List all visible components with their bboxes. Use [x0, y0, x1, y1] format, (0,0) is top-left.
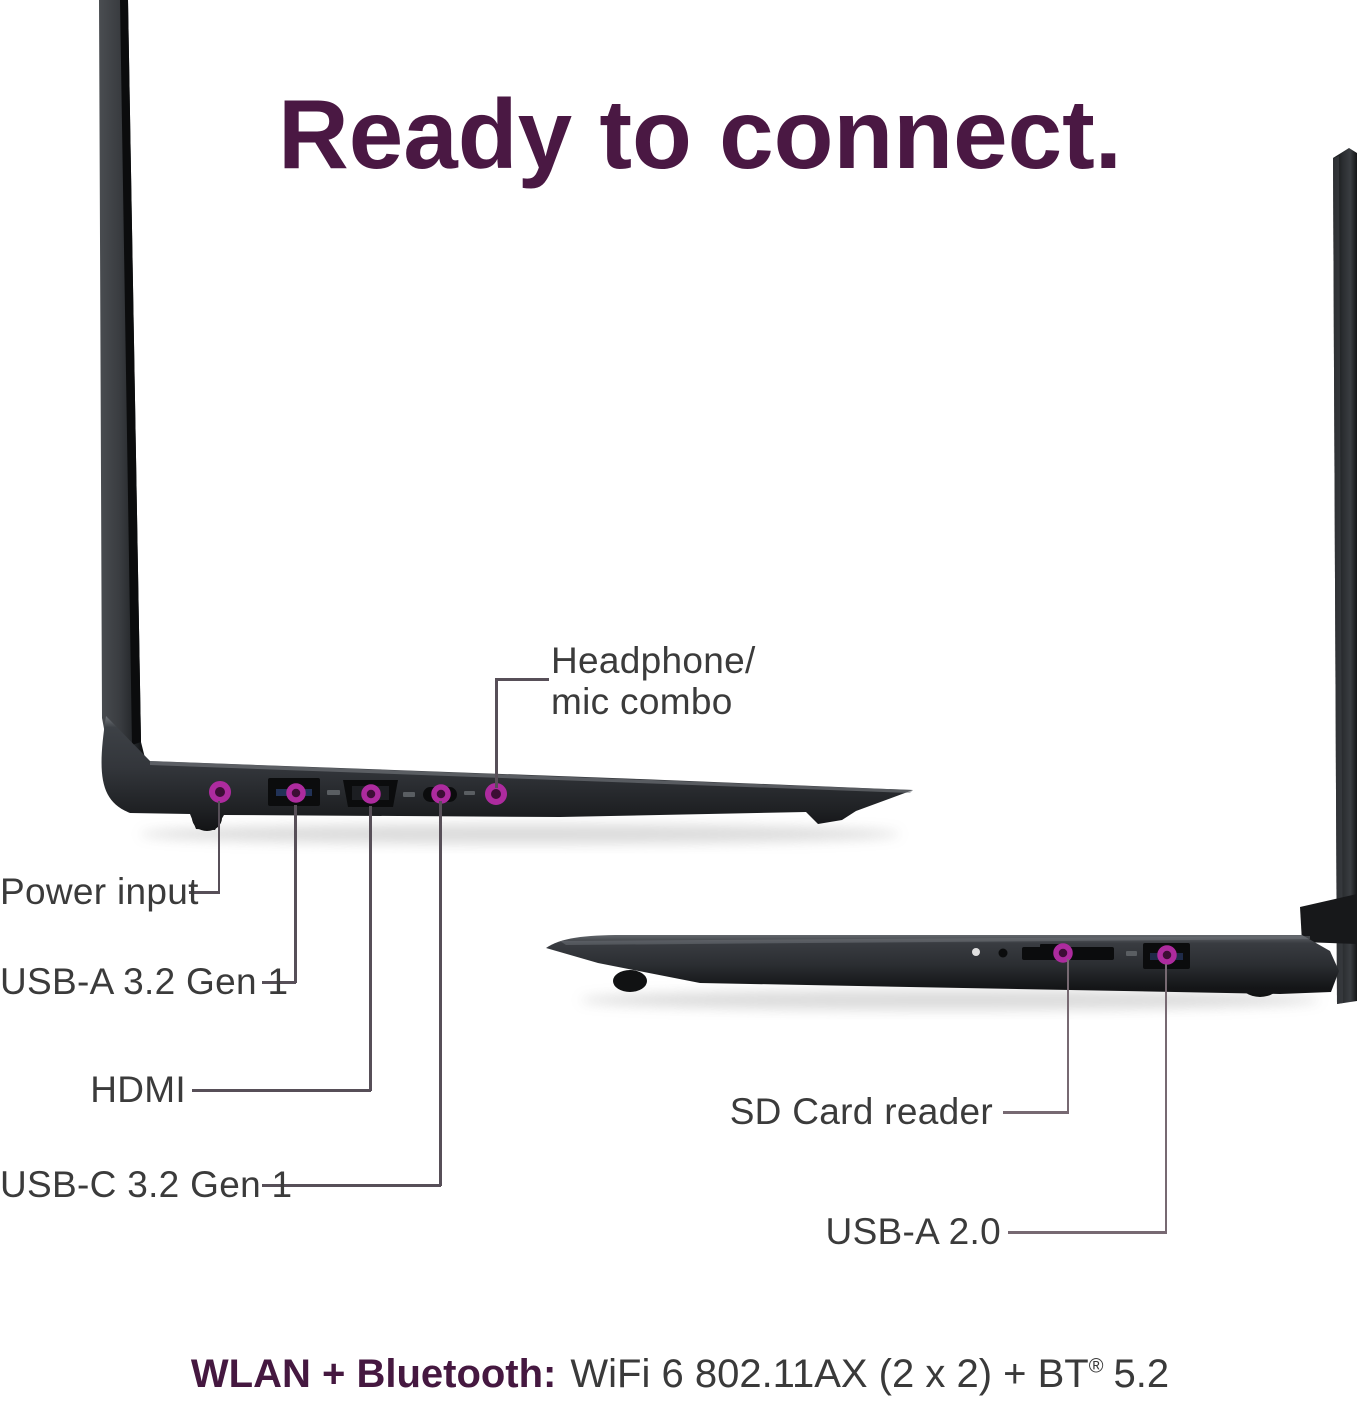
- left-laptop-lid-edge: [120, 0, 141, 745]
- page-title: Ready to connect.: [277, 79, 1123, 189]
- hdmi-glyph: [403, 792, 415, 797]
- callout-label-headphone-line2: mic combo: [551, 681, 733, 723]
- usb-c-port-marker-icon: [431, 784, 451, 804]
- callout-label-usba20: USB-A 2.0: [825, 1211, 1001, 1252]
- left-laptop-base: [101, 716, 914, 830]
- power-port-marker-icon: [209, 781, 231, 803]
- callout-line-hdmi-vertical: [369, 806, 372, 1091]
- right-laptop-base-edge-highlight: [560, 936, 1310, 945]
- callout-line-headphone-horizontal: [495, 678, 549, 681]
- callout-line-usbc-vertical: [439, 801, 442, 1186]
- callout-line-headphone-vertical: [495, 678, 498, 788]
- callout-line-usba20-horizontal: [1008, 1231, 1167, 1234]
- headphone-port-marker-icon: [485, 783, 507, 805]
- wlan-bluetooth-spec: WLAN + Bluetooth: WiFi 6 802.11AX (2 x 2)…: [0, 1352, 1360, 1397]
- callout-label-usbc32: USB-C 3.2 Gen 1: [0, 1164, 293, 1205]
- right-laptop-front-foot: [613, 970, 647, 992]
- callout-line-power-vertical: [217, 801, 220, 893]
- reset-pinhole-icon: [998, 948, 1008, 958]
- spec-value: WiFi 6 802.11AX (2 x 2) + BT: [570, 1352, 1089, 1396]
- usb-c-glyph: [464, 791, 475, 795]
- callout-line-usba-vertical: [294, 805, 297, 983]
- callout-line-hdmi-horizontal: [192, 1089, 371, 1092]
- power-led-icon: [972, 948, 980, 956]
- right-laptop-lid-edge: [1333, 156, 1343, 1004]
- usb-ss-glyph: [327, 790, 340, 795]
- right-laptop-base: [546, 935, 1339, 994]
- left-laptop-shadow: [140, 824, 900, 844]
- right-laptop-image: [546, 148, 1357, 1004]
- callout-line-sd-vertical: [1066, 959, 1069, 1113]
- callout-label-hdmi: HDMI: [90, 1069, 186, 1110]
- callout-line-usba-horizontal: [262, 981, 296, 984]
- callout-label-headphone-line1: Headphone/: [551, 640, 756, 681]
- callout-label-power: Power input: [0, 871, 199, 912]
- sd-reader-marker-icon: [1053, 943, 1073, 963]
- spec-label: WLAN + Bluetooth:: [190, 1352, 557, 1396]
- usb-a-port-marker-icon: [286, 783, 306, 803]
- callout-label-usba32: USB-A 3.2 Gen 1: [0, 961, 289, 1002]
- callout-line-usba20-vertical: [1164, 964, 1167, 1233]
- left-laptop-base-edge-highlight: [150, 761, 913, 793]
- registered-trademark-icon: ®: [1088, 1355, 1104, 1378]
- callout-label-headphone: Headphone/ mic combo: [551, 640, 756, 723]
- usb-a-2-0-marker-icon: [1157, 945, 1177, 965]
- callout-line-usbc-horizontal: [262, 1184, 441, 1187]
- right-laptop-hinge: [1300, 894, 1357, 944]
- usb-glyph: [1126, 951, 1137, 956]
- spec-value-version: 5.2: [1113, 1352, 1170, 1396]
- callout-line-power-horizontal: [189, 891, 220, 894]
- left-laptop-image: [99, 0, 914, 831]
- callout-label-sd-reader: SD Card reader: [729, 1091, 993, 1132]
- hdmi-port-marker-icon: [361, 784, 381, 804]
- right-laptop-shadow: [580, 990, 1320, 1010]
- callout-line-sd-horizontal: [1003, 1111, 1069, 1114]
